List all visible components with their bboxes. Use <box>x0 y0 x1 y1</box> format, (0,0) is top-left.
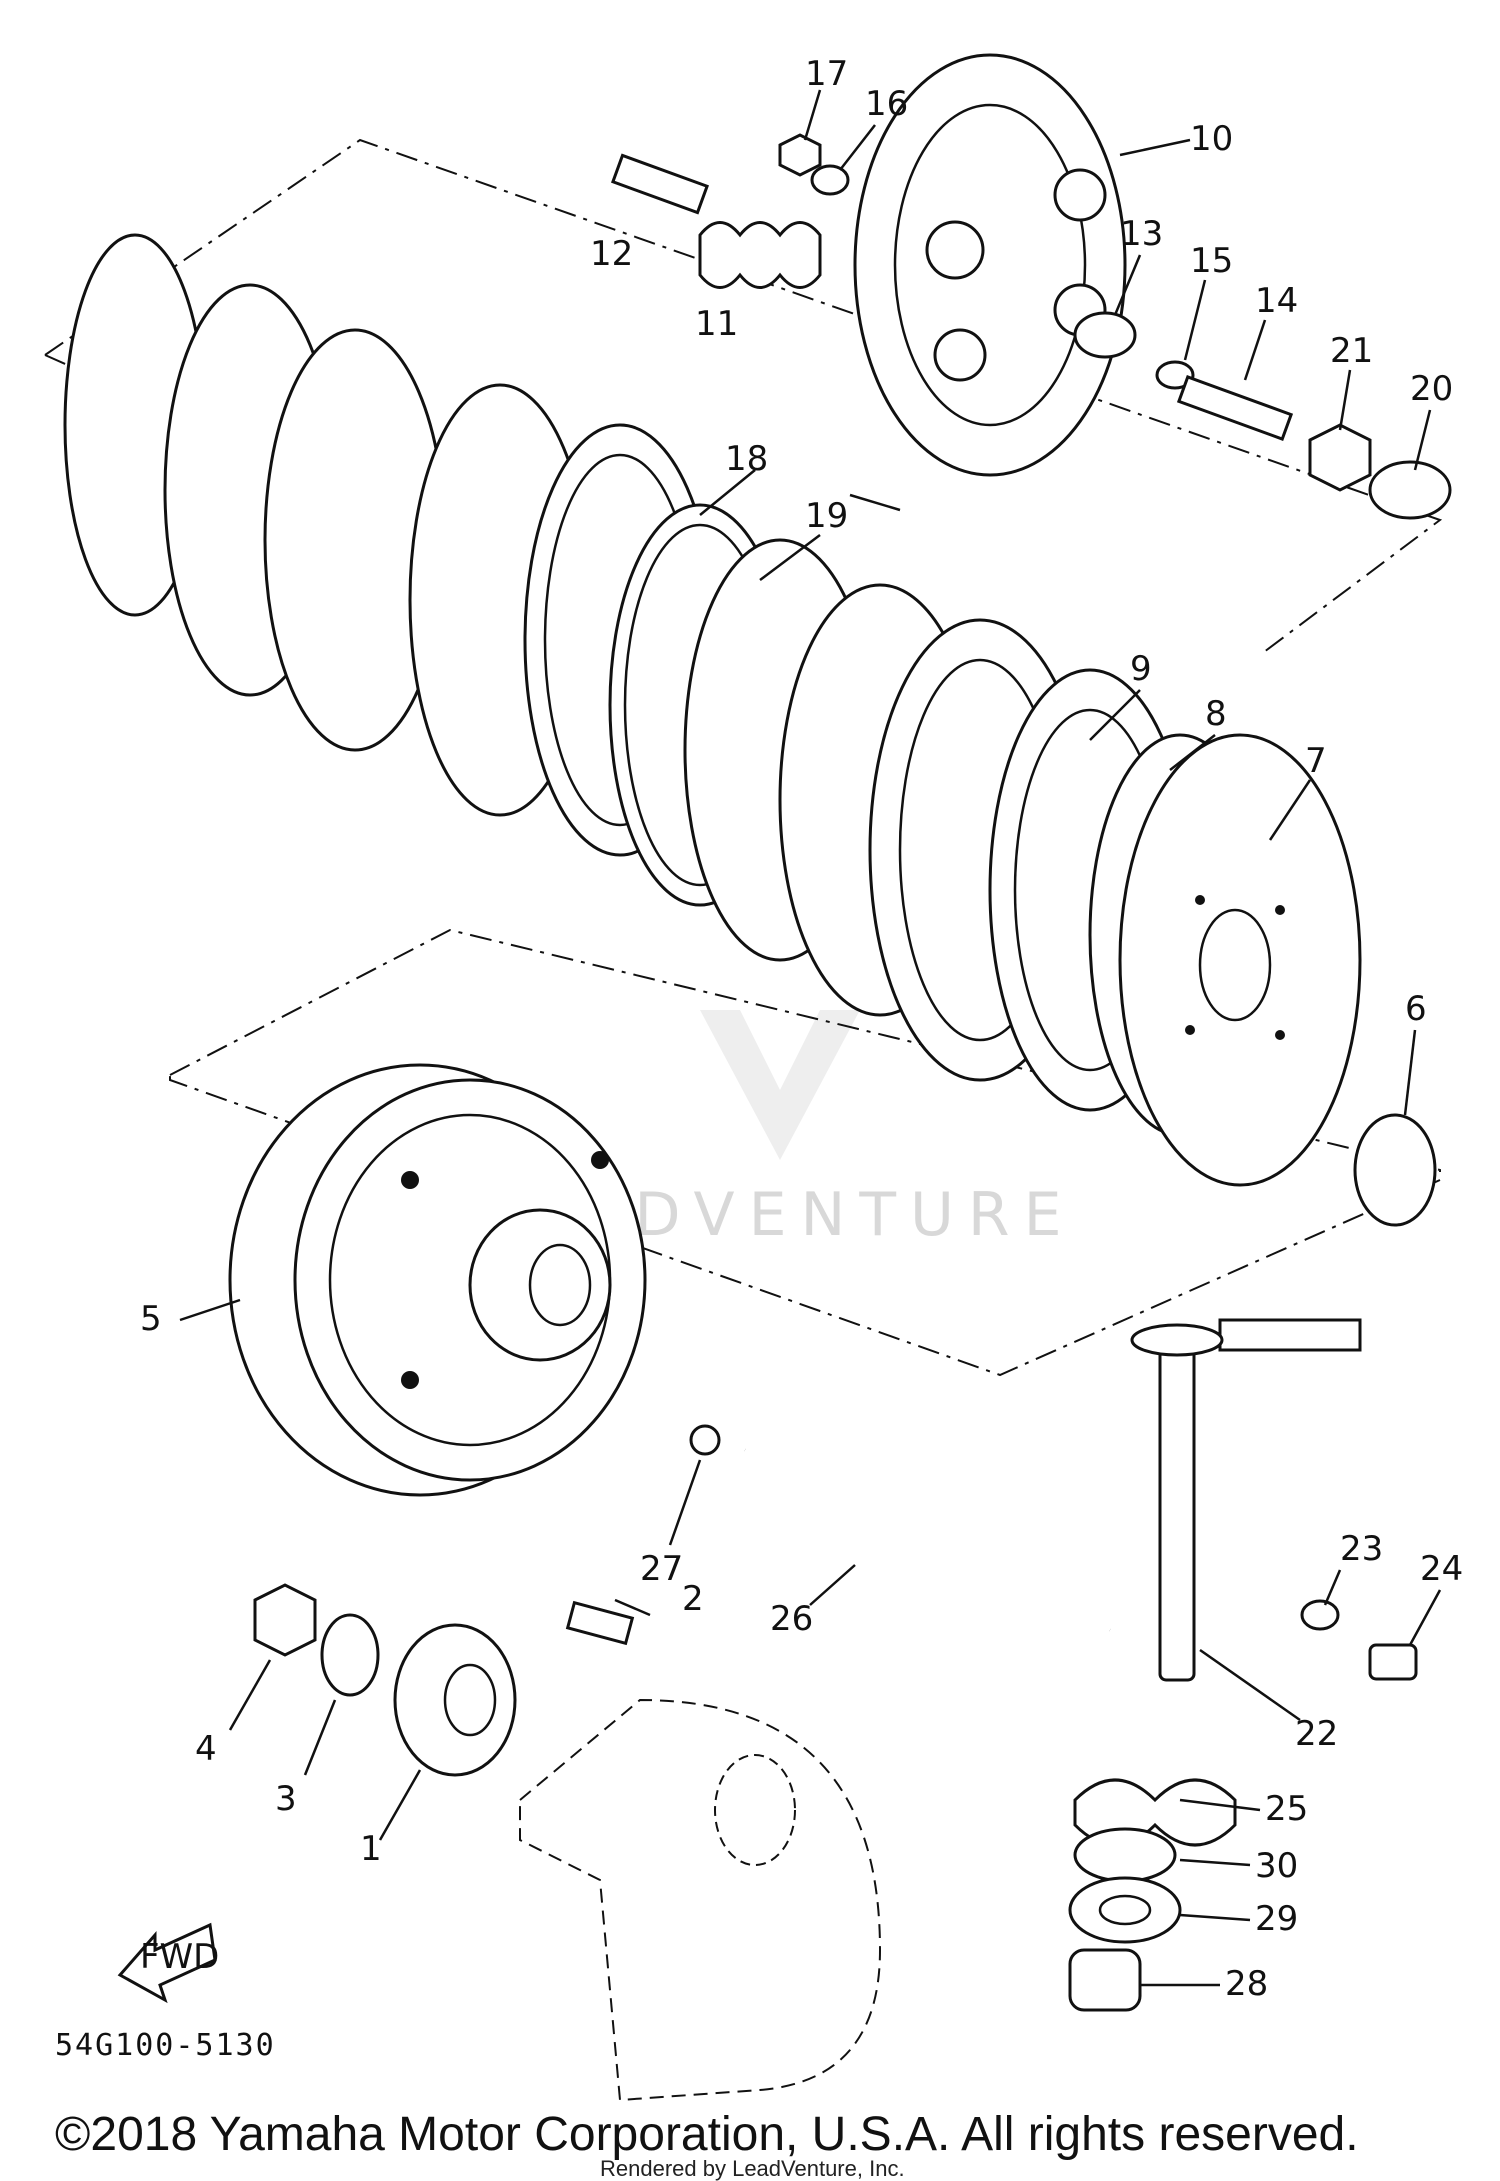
clutch-plate-stack <box>63 233 1192 1112</box>
callout-4: 4 <box>195 1729 217 1769</box>
washer-3 <box>320 1613 380 1697</box>
lower-parts <box>253 1583 1237 2102</box>
push-rod-14 <box>1176 375 1294 441</box>
push-lever-assembly <box>689 1318 1418 1682</box>
callout-26: 26 <box>770 1599 813 1639</box>
callout-29: 29 <box>1255 1899 1298 1939</box>
callout-labels: 17 16 10 13 15 14 21 20 12 11 18 19 9 8 … <box>140 54 1463 2004</box>
callout-21: 21 <box>1330 331 1373 371</box>
callout-leaders <box>179 89 1442 1987</box>
ball-27 <box>689 1424 721 1456</box>
fwd-arrow: FWD <box>117 1922 219 2004</box>
assembly-outlines <box>44 138 1443 1377</box>
callout-8: 8 <box>1205 694 1227 734</box>
callout-10: 10 <box>1190 119 1233 159</box>
primary-driven-gear <box>228 1063 647 1497</box>
callout-11: 11 <box>695 304 738 344</box>
washer-16 <box>810 164 850 196</box>
callout-6: 6 <box>1405 989 1427 1029</box>
spring-11 <box>698 221 822 289</box>
clutch-boss <box>1088 733 1362 1187</box>
fwd-label: FWD <box>140 1937 219 1977</box>
diagram-code: 54G100-5130 <box>55 2028 276 2063</box>
callout-30: 30 <box>1255 1846 1298 1886</box>
callout-1: 1 <box>360 1829 382 1869</box>
circlip-15 <box>1155 360 1195 390</box>
callout-18: 18 <box>725 439 768 479</box>
callout-20: 20 <box>1410 369 1453 409</box>
callout-15: 15 <box>1190 241 1233 281</box>
gear-1 <box>393 1623 517 1777</box>
callout-25: 25 <box>1265 1789 1308 1829</box>
bolt-24 <box>1368 1643 1418 1681</box>
callout-22: 22 <box>1295 1714 1338 1754</box>
bolt-12 <box>611 153 709 215</box>
collar-28 <box>1068 1948 1142 2012</box>
key-2 <box>565 1600 635 1646</box>
washer-23 <box>1300 1599 1340 1631</box>
circlip-30 <box>1073 1827 1177 1883</box>
callout-16: 16 <box>865 84 908 124</box>
bearing-29 <box>1068 1876 1182 1944</box>
washer-13 <box>1073 311 1137 359</box>
callout-27: 27 <box>640 1549 683 1589</box>
callout-17: 17 <box>805 54 848 94</box>
nut-21 <box>1308 423 1372 492</box>
callout-28: 28 <box>1225 1964 1268 2004</box>
lock-washer-6 <box>1353 1113 1437 1227</box>
lock-washer-20 <box>1368 460 1452 520</box>
callout-24: 24 <box>1420 1549 1463 1589</box>
rendered-by-text: Rendered by LeadVenture, Inc. <box>600 2156 905 2181</box>
callout-7: 7 <box>1305 741 1327 781</box>
copyright-text: ©2018 Yamaha Motor Corporation, U.S.A. A… <box>55 2108 1359 2161</box>
callout-9: 9 <box>1130 649 1152 689</box>
callout-19: 19 <box>805 496 848 536</box>
callout-23: 23 <box>1340 1529 1383 1569</box>
nut-17 <box>778 133 822 177</box>
callout-2: 2 <box>682 1579 704 1619</box>
top-hardware <box>611 133 1452 1227</box>
callout-13: 13 <box>1120 214 1163 254</box>
nut-4 <box>253 1583 317 1657</box>
pressure-plate <box>853 53 1127 477</box>
callout-12: 12 <box>590 234 633 274</box>
callout-5: 5 <box>140 1299 162 1339</box>
callout-14: 14 <box>1255 281 1298 321</box>
callout-3: 3 <box>275 1779 297 1819</box>
